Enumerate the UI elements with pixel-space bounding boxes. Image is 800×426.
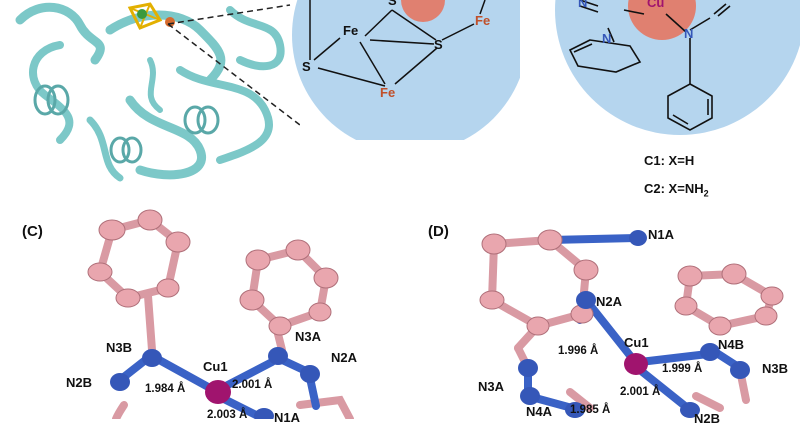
bubble-background <box>292 0 520 140</box>
atom-label-cu1: Cu1 <box>624 335 649 350</box>
bond-length-label: 1.985 Å <box>570 404 611 416</box>
cu-complex-bubble: N Cu N N C1: X=H C2: X=NH2 <box>540 0 800 210</box>
atom-label-n4a: N4A <box>526 404 553 419</box>
nitrogen-label: N <box>684 26 694 41</box>
panel-label-d: (D) <box>428 223 449 240</box>
bond-length-label: 1.999 Å <box>662 363 703 375</box>
fe-atom-label: Fe <box>475 13 491 28</box>
cluster-bonds <box>309 0 486 87</box>
atom-label-n2a: N2A <box>596 294 623 309</box>
formula-c2: C2: X=NH2 <box>644 181 709 199</box>
nitrogen-label: N <box>602 31 612 46</box>
atom-label-n3a: N3A <box>295 329 322 344</box>
bubble-background <box>555 0 800 135</box>
copper-highlight-disc <box>628 0 696 40</box>
atom-label-n1a: N1A <box>648 227 675 242</box>
atom-label-n2b: N2B <box>66 375 93 390</box>
complex-bonds <box>568 0 731 131</box>
atom-label-n1a: N1A <box>274 410 301 425</box>
atom-label-n3b: N3B <box>762 361 789 376</box>
crystal-structure-c: Cu1 N3B N2B N3A N2A N1A 1.984 Å 2.001 Å … <box>0 200 400 424</box>
atom-label-n3b: N3B <box>106 340 133 355</box>
copper-ellipsoid <box>624 353 648 375</box>
bond-length-label: 2.001 Å <box>620 386 661 398</box>
cluster-highlight-disc <box>401 0 445 22</box>
s-atom-label: S <box>434 37 443 52</box>
fe-s-cluster-bubble: Fe Fe Fe S S S <box>0 0 520 140</box>
s-atom-label: S <box>388 0 397 8</box>
atom-label-cu1: Cu1 <box>203 359 228 374</box>
bond-length-label: 1.984 Å <box>145 383 186 395</box>
copper-label: Cu <box>647 0 665 10</box>
nitrogen-label: N <box>578 0 588 10</box>
active-site-cluster <box>127 2 175 30</box>
fe-atom-label: Fe <box>343 23 359 38</box>
protein-ribbon-figure <box>0 0 300 185</box>
thermal-ellipsoids <box>479 229 784 418</box>
atom-label-n2a: N2A <box>331 350 358 365</box>
crystal-structure-d: N1A N2A Cu1 N4B N3B N3A N4A N2B 1.996 Å … <box>400 200 800 425</box>
thermal-ellipsoids <box>87 209 339 419</box>
zoom-dashed-line <box>167 23 300 126</box>
protein-ribbon-image <box>15 2 300 182</box>
atom-label-n4b: N4B <box>718 337 745 352</box>
zoom-dashed-line <box>167 4 291 25</box>
fe-atom-label: Fe <box>380 85 396 100</box>
formula-c1: C1: X=H <box>644 153 695 168</box>
panel-label-c: (C) <box>22 223 43 240</box>
s-atom-label: S <box>302 59 311 74</box>
bond-length-label: 2.003 Å <box>207 409 248 421</box>
bond-length-label: 1.996 Å <box>558 345 599 357</box>
atom-label-n3a: N3A <box>478 379 505 394</box>
copper-ellipsoid <box>205 380 231 404</box>
bond-length-label: 2.001 Å <box>232 379 273 391</box>
